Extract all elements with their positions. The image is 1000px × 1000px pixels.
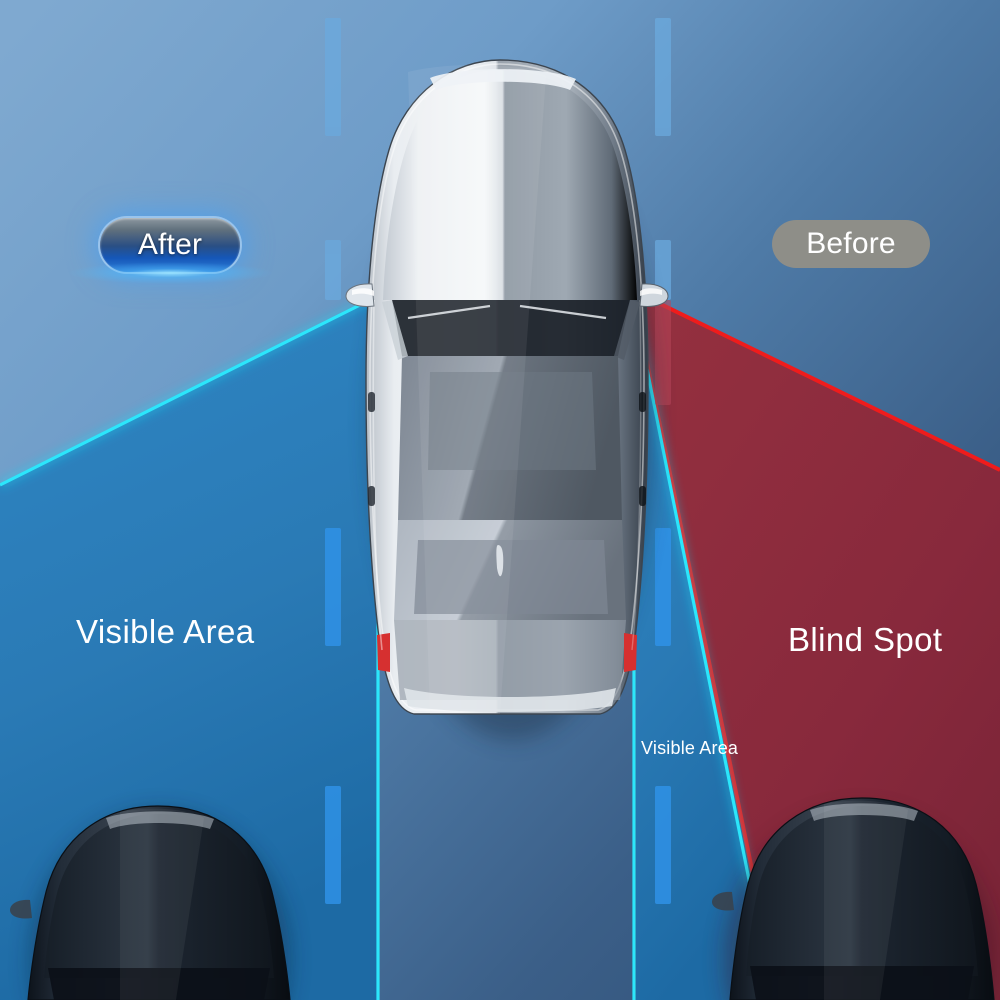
ego-car-mirror-right — [639, 283, 669, 307]
badge-before-label: Before — [806, 227, 896, 260]
ego-car-wiper-right — [519, 304, 607, 320]
adjacent-car-right — [712, 797, 996, 1000]
ego-car-rear-window — [414, 540, 608, 614]
adjacent-car-left-mirror — [10, 899, 32, 919]
blind-spot-upper-edge — [631, 288, 1000, 472]
lane-marker — [655, 300, 671, 405]
ego-car-front-bumper — [430, 69, 576, 90]
lane-markers-red-zone — [655, 300, 671, 405]
ego-car-antenna — [496, 545, 504, 577]
ego-car-trunk — [394, 620, 626, 700]
visible-area-left-edge-core — [0, 294, 379, 487]
ego-car-gloss — [408, 64, 546, 715]
ego-car-a-pillar-left — [382, 300, 408, 360]
lane-marker — [655, 786, 671, 904]
badge-after[interactable]: After — [66, 218, 274, 284]
ego-car-hood — [383, 70, 637, 300]
ego-car-taillight-right — [624, 633, 637, 672]
lane-marker — [325, 528, 341, 646]
ego-car-mirror-left — [345, 283, 375, 307]
badge-after-label: After — [137, 228, 203, 261]
label-visible-area-right: Visible Area — [641, 738, 739, 758]
lane-markers-upper — [325, 18, 671, 300]
ego-car-taillight-left — [377, 633, 390, 672]
label-blind-spot: Blind Spot — [788, 621, 943, 658]
ego-car-door-handle-fr — [639, 392, 646, 412]
ego-car-roof-panel — [428, 372, 596, 470]
lane-markers-lower — [325, 528, 671, 904]
adjacent-car-right-mirror — [712, 891, 734, 911]
ego-car-body-rim — [369, 63, 645, 711]
adjacent-car-left-bumper — [106, 811, 214, 829]
ego-car-door-handle-rl — [368, 486, 375, 506]
adjacent-car-right-bumper — [810, 803, 918, 821]
badge-before[interactable]: Before — [772, 220, 930, 268]
lane-marker — [655, 18, 671, 136]
ego-car-door-handle-rr — [639, 486, 646, 506]
ego-car-door-handle-fl — [368, 392, 375, 412]
lane-marker — [325, 18, 341, 136]
ego-car-a-pillar-right — [614, 300, 640, 360]
ego-car-wiper-left — [407, 304, 491, 320]
label-visible-area-left: Visible Area — [76, 613, 255, 650]
adjacent-car-right-gloss — [824, 800, 908, 1000]
lane-marker — [325, 240, 341, 300]
lane-marker — [655, 528, 671, 646]
adjacent-car-right-hood — [746, 806, 978, 976]
lane-marker — [325, 786, 341, 904]
ego-car — [345, 59, 669, 740]
adjacent-car-left-gloss — [120, 808, 204, 1000]
adjacent-car-left-windshield — [48, 968, 270, 1000]
adjacent-car-right-windshield — [750, 966, 974, 1000]
adjacent-car-left — [10, 805, 291, 1000]
adjacent-car-left-hood — [44, 814, 274, 978]
ego-car-rear-bumper — [404, 688, 616, 712]
lane-marker — [655, 240, 671, 300]
